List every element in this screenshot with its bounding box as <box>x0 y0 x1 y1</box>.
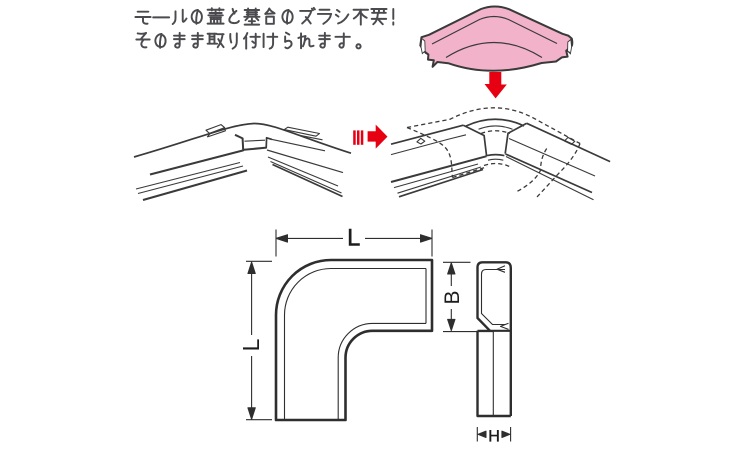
svg-text:L: L <box>238 338 264 351</box>
svg-text:B: B <box>441 290 464 304</box>
